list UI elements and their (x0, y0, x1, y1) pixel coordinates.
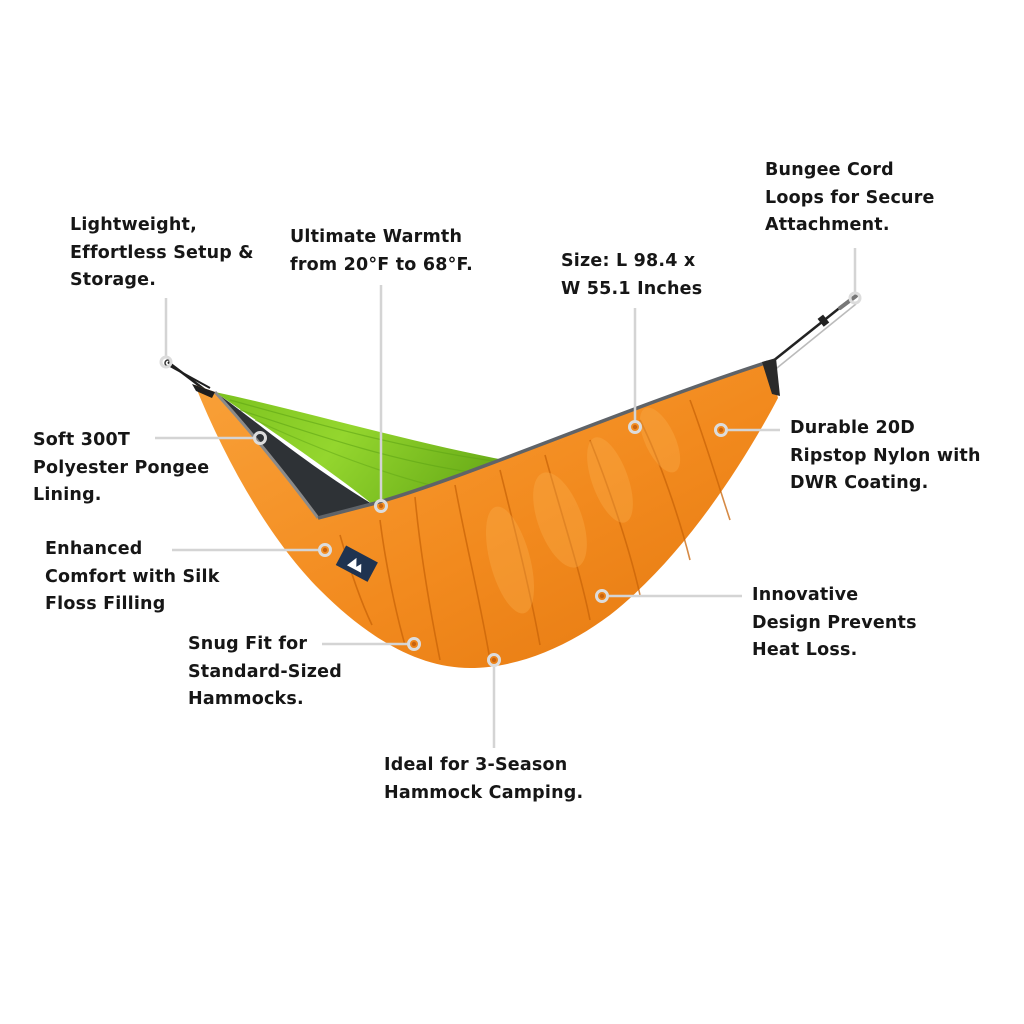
callout-line: Ideal for 3-Season (384, 755, 568, 775)
callout-line: Hammocks. (188, 689, 304, 709)
callout-line: Design Prevents (752, 612, 917, 633)
callout-line: Loops for Secure (765, 187, 935, 208)
callout-line: Size: L 98.4 x (561, 251, 696, 271)
marker-comfort (318, 543, 332, 557)
right-bungee-cord (767, 294, 858, 373)
callout-lightweight: Lightweight, Effortless Setup & Storage. (70, 212, 254, 295)
green-hammock-lining (215, 392, 515, 504)
callout-line: Comfort with Silk (45, 566, 220, 587)
callout-lining: Soft 300T Polyester Pongee Lining. (33, 427, 209, 510)
marker-lining (253, 431, 267, 445)
marker-size (628, 420, 642, 434)
callout-line: Lining. (33, 485, 102, 505)
marker-season (487, 653, 501, 667)
baffle-seams (339, 399, 731, 661)
callout-line: Floss Filling (45, 594, 166, 614)
callout-line: Storage. (70, 270, 157, 290)
callout-line: Heat Loss. (752, 640, 858, 660)
callout-line: Effortless Setup & (70, 242, 254, 263)
callout-line: Bungee Cord (765, 160, 894, 180)
callout-line: Hammock Camping. (384, 782, 584, 803)
leader-lines (155, 248, 857, 748)
callout-season: Ideal for 3-Season Hammock Camping. (384, 752, 583, 807)
callout-markers (159, 291, 862, 667)
callout-line: Lightweight, (70, 215, 197, 235)
callout-line: DWR Coating. (790, 473, 929, 493)
callout-size: Size: L 98.4 x W 55.1 Inches (561, 248, 702, 303)
callout-line: W 55.1 Inches (561, 278, 703, 299)
marker-ripstop (714, 423, 728, 437)
marker-lightweight (159, 355, 173, 369)
callout-line: Ultimate Warmth (290, 227, 463, 247)
callout-line: Enhanced (45, 539, 143, 559)
callout-line: Snug Fit for (188, 634, 308, 654)
callout-ripstop: Durable 20D Ripstop Nylon with DWR Coati… (790, 415, 981, 498)
callout-line: Durable 20D (790, 418, 915, 438)
marker-warmth (374, 499, 388, 513)
marker-snug (407, 637, 421, 651)
callout-line: Ripstop Nylon with (790, 445, 981, 466)
inner-shadow (215, 392, 372, 518)
callout-snug: Snug Fit for Standard-Sized Hammocks. (188, 631, 342, 714)
callout-line: Polyester Pongee (33, 457, 210, 478)
orange-shell (195, 362, 778, 668)
callout-comfort: Enhanced Comfort with Silk Floss Filling (45, 536, 220, 619)
callout-bungee: Bungee Cord Loops for Secure Attachment. (765, 157, 935, 240)
callout-warmth: Ultimate Warmth from 20°F to 68°F. (290, 224, 473, 279)
callout-line: Soft 300T (33, 430, 130, 450)
callout-line: Innovative (752, 585, 859, 605)
brand-logo-patch (335, 545, 378, 582)
marker-design (595, 589, 609, 603)
callout-line: Attachment. (765, 215, 890, 235)
callout-line: Standard-Sized (188, 661, 342, 682)
marker-bungee (848, 291, 862, 305)
callout-line: from 20°F to 68°F. (290, 254, 473, 275)
callout-design: Innovative Design Prevents Heat Loss. (752, 582, 917, 665)
